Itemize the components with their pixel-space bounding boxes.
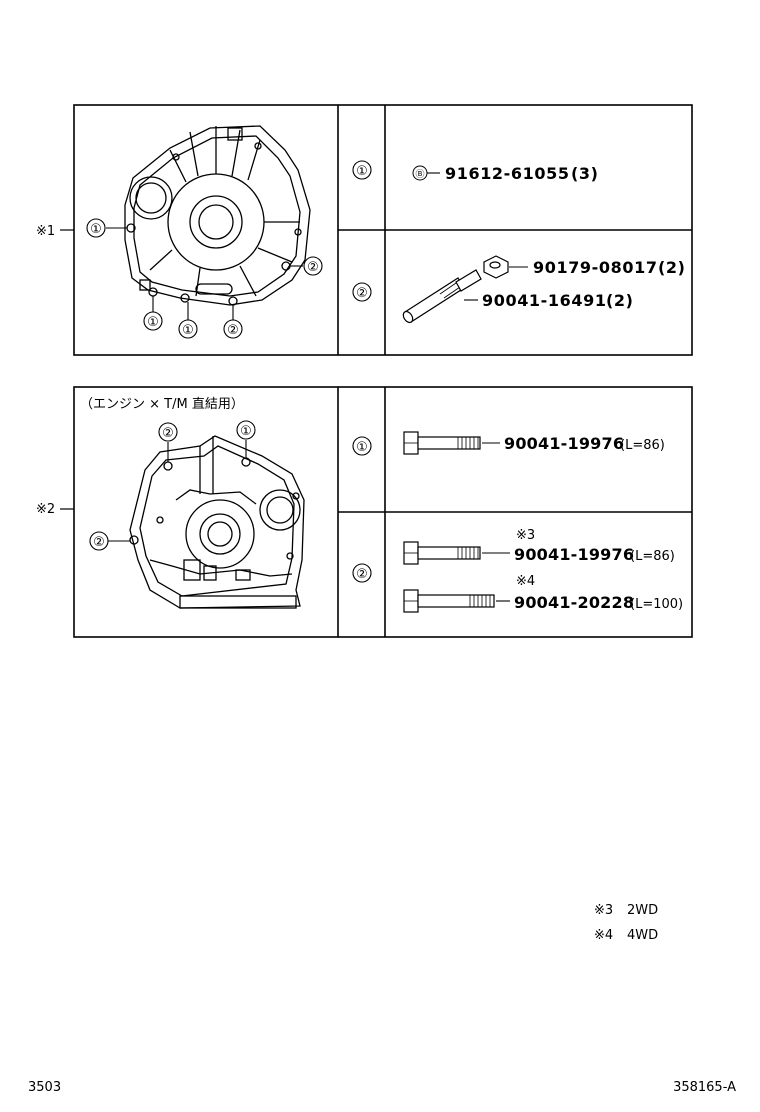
part-number: 91612-61055: [445, 164, 570, 183]
part-qty: (2): [606, 291, 634, 310]
bottom-diagram-label: ②: [162, 426, 174, 441]
part-number: 90041-20228: [514, 593, 634, 612]
part-number: 90179-08017: [533, 258, 658, 277]
legend-mark: ※4: [594, 928, 613, 943]
legend-text: 2WD: [627, 903, 658, 918]
top-diagram-label: ①: [182, 323, 194, 338]
part-note: ※3: [516, 528, 535, 543]
part-number: 90041-19976: [504, 434, 624, 453]
part-qty: (2): [658, 258, 686, 277]
top-diagram-label: ②: [227, 323, 239, 338]
bottom-diagram-label: ②: [93, 535, 105, 550]
part-length: (L=86): [620, 438, 665, 453]
part-length: (L=86): [630, 549, 675, 564]
top-diagram-labels: ① ② ① ① ②: [86, 218, 323, 339]
bottom-table: [73, 386, 693, 638]
top-diagram-label: ②: [307, 260, 319, 275]
legend-mark: ※3: [594, 903, 613, 918]
footer-right: 358165-A: [673, 1080, 736, 1095]
top-table: [73, 104, 693, 356]
bottom-row1-number: ①: [356, 440, 368, 455]
part-length: (L=100): [630, 597, 683, 612]
part-number: 90041-16491: [482, 291, 607, 310]
bottom-diagram-label: ①: [240, 424, 252, 439]
bellhousing-front-drawing: [124, 125, 311, 306]
top-row1-number: ①: [356, 164, 368, 179]
legend: ※3 2WD ※4 4WD: [594, 903, 658, 943]
bolt-icon: [403, 541, 481, 565]
bottom-callout: ※2: [36, 502, 55, 517]
top-row2-number: ②: [356, 286, 368, 301]
top-diagram-label: ①: [147, 315, 159, 330]
legend-text: 4WD: [627, 928, 658, 943]
stud-and-nut-icon: [402, 255, 509, 324]
bolt-icon: [403, 589, 495, 613]
bolt-icon: [403, 431, 481, 455]
part-qty: (3): [571, 164, 599, 183]
part-number: 90041-19976: [514, 545, 634, 564]
bolt-b-prefix: Ⓑ: [415, 169, 424, 180]
part-note: ※4: [516, 574, 535, 589]
bottom-diagram-labels: ② ① ②: [89, 420, 256, 551]
bottom-caption: （エンジン × T/M 直結用）: [80, 397, 244, 412]
bellhousing-rear-drawing: [129, 435, 305, 609]
top-callout: ※1: [36, 224, 55, 239]
top-diagram-label: ①: [90, 222, 102, 237]
footer-left: 3503: [28, 1080, 61, 1095]
bottom-row2-number: ②: [356, 567, 368, 582]
